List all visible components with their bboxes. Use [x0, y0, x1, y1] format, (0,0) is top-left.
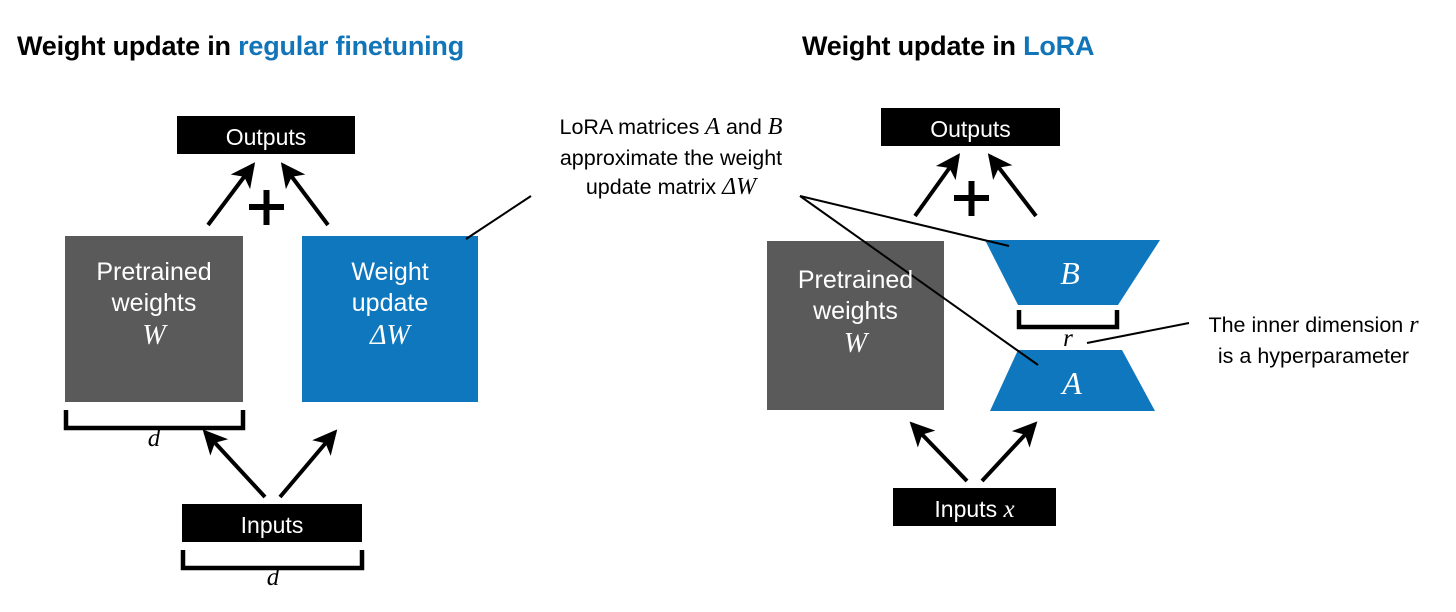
annotation-lora-line1-prefix: LoRA matrices [559, 115, 706, 139]
left-pretrained-weights-box [65, 236, 243, 402]
right-pretrained-weights-box [767, 241, 944, 410]
leader-line-to-matrix-a [799, 195, 1039, 366]
left-arrow-inputs-to-update [278, 429, 338, 499]
right-arrow-lora-to-outputs [987, 153, 1038, 218]
annotation-lora-line3-prefix: update matrix [585, 175, 723, 200]
annotation-lora-line1-and: and [719, 115, 768, 139]
annotation-lora-line3: update matrix ΔW [531, 172, 811, 204]
inner-dim-label: r [1063, 325, 1073, 352]
annotation-lora-matrices: LoRA matrices A and B approximate the we… [531, 112, 811, 204]
right-inputs-box [893, 488, 1056, 526]
annotation-lora-line1: LoRA matrices A and B [531, 112, 811, 144]
leader-line-to-inner-dim [1086, 322, 1190, 344]
annotation-inner-line2: is a hyperparameter [1217, 343, 1410, 368]
left-dim-label-weights: d [147, 425, 161, 452]
annotation-inner-line1: The inner dimension r [1186, 310, 1441, 342]
annotation-lora-line2: approximate the weight [559, 145, 783, 170]
left-dim-bracket-inputs [180, 550, 365, 571]
right-panel-title: Weight update in LoRA [802, 31, 1094, 62]
right-title-prefix: Weight update in [802, 31, 1024, 61]
right-arrow-inputs-to-weights [909, 421, 969, 483]
matrix-a-trapezoid [990, 350, 1155, 411]
left-arrow-weights-to-outputs [206, 162, 256, 227]
left-title-prefix: Weight update in [17, 31, 239, 61]
right-title-accent: LoRA [1023, 31, 1095, 61]
annotation-lora-symbol-b: B [767, 114, 783, 140]
matrix-b-trapezoid [985, 240, 1160, 305]
left-outputs-box [177, 116, 355, 154]
left-arrow-inputs-to-weights [202, 429, 267, 499]
right-arrow-weights-to-outputs [913, 153, 961, 218]
left-inputs-box [182, 504, 362, 542]
annotation-inner-symbol-r: r [1409, 312, 1419, 338]
annotation-lora-symbol-a: A [705, 114, 720, 140]
annotation-lora-symbol-dw: ΔW [722, 174, 757, 201]
annotation-inner-dimension: The inner dimension r is a hyperparamete… [1186, 310, 1441, 370]
leader-line-to-weight-update [465, 195, 532, 240]
left-dim-bracket-weights [63, 410, 246, 431]
left-dim-label-inputs: d [266, 564, 280, 591]
leader-line-to-matrix-b [799, 195, 1010, 247]
left-panel-title: Weight update in regular finetuning [17, 31, 464, 62]
right-arrow-inputs-to-matrix-a [980, 421, 1038, 483]
inner-dim-bracket [1016, 310, 1120, 330]
right-plus-icon [954, 181, 989, 216]
left-arrow-update-to-outputs [280, 162, 330, 227]
left-plus-icon [249, 190, 284, 225]
left-title-accent: regular finetuning [238, 31, 464, 61]
annotation-inner-line1-prefix: The inner dimension [1208, 313, 1410, 337]
left-weight-update-box [302, 236, 478, 402]
right-outputs-box [881, 108, 1060, 146]
